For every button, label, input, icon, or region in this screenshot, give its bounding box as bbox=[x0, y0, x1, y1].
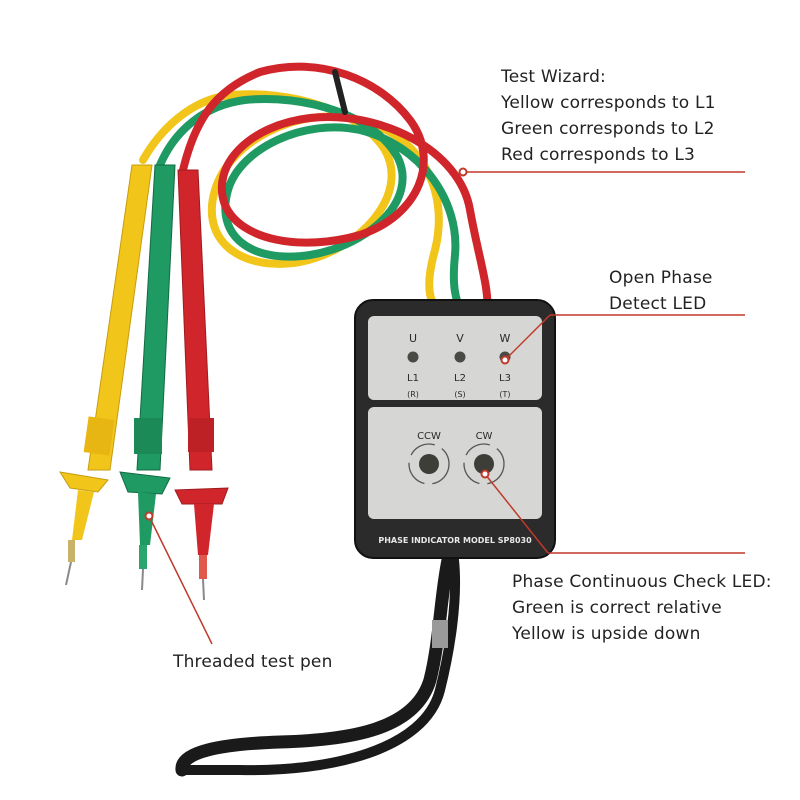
pen-leader-dot bbox=[144, 511, 154, 521]
test-wizard-line-yellow: Yellow corresponds to L1 bbox=[501, 93, 716, 113]
phase-alt-s: (S) bbox=[454, 390, 465, 399]
continuous-leader-dot bbox=[480, 469, 490, 479]
open-phase-line-2: Detect LED bbox=[609, 294, 707, 314]
wizard-leader-dot bbox=[458, 167, 468, 177]
open-phase-callout: Open Phase Detect LED bbox=[609, 265, 713, 317]
model-label: PHASE INDICATOR MODEL SP8030 bbox=[378, 536, 532, 545]
phase-continuous-callout: Phase Continuous Check LED: Green is cor… bbox=[512, 569, 772, 647]
phase-line-l1: L1 bbox=[407, 373, 419, 384]
yellow-probe bbox=[58, 164, 153, 586]
test-wizard-callout: Test Wizard: Yellow corresponds to L1 Gr… bbox=[501, 64, 716, 168]
open-phase-line-1: Open Phase bbox=[609, 268, 713, 288]
phase-line-l3: L3 bbox=[499, 373, 511, 384]
pen-leader-diag bbox=[148, 515, 213, 645]
test-wizard-line-green: Green corresponds to L2 bbox=[501, 119, 715, 139]
phase-continuous-line-3: Yellow is upside down bbox=[512, 624, 701, 644]
led-cw bbox=[474, 454, 494, 474]
openphase-leader-dot bbox=[500, 355, 510, 365]
callout-lines bbox=[144, 167, 745, 645]
led-l1 bbox=[407, 351, 419, 363]
test-wizard-line-red: Red corresponds to L3 bbox=[501, 145, 696, 165]
phase-continuous-line-1: Phase Continuous Check LED: bbox=[512, 572, 772, 592]
ce-mark: CE bbox=[525, 523, 537, 533]
cable-tie bbox=[332, 69, 348, 115]
phase-letter-u: U bbox=[409, 332, 417, 345]
red-probe bbox=[174, 169, 229, 601]
phase-alt-t: (T) bbox=[499, 390, 510, 399]
red-lead bbox=[179, 62, 492, 316]
led-ccw bbox=[419, 454, 439, 474]
green-probe bbox=[119, 164, 176, 591]
green-lead bbox=[156, 95, 466, 316]
phase-letter-w: W bbox=[500, 332, 511, 345]
coiled-leads bbox=[139, 62, 492, 316]
continuous-leader-diag bbox=[484, 473, 549, 554]
threaded-pen-callout: Threaded test pen bbox=[173, 649, 333, 675]
phase-alt-r: (R) bbox=[407, 390, 419, 399]
cw-arrow-ring bbox=[463, 443, 505, 485]
lanyard bbox=[175, 553, 461, 777]
led-l2 bbox=[454, 351, 466, 363]
phase-continuous-line-2: Green is correct relative bbox=[512, 598, 722, 618]
phase-letter-v: V bbox=[456, 332, 464, 345]
label-cw: CW bbox=[476, 431, 493, 442]
test-probes bbox=[58, 164, 229, 601]
phase-line-l2: L2 bbox=[454, 373, 466, 384]
label-ccw: CCW bbox=[417, 431, 441, 442]
openphase-leader-diag bbox=[504, 314, 551, 361]
phase-indicator-device: U V W L1 L2 L3 (R) (S) (T) CCW CW PHASE … bbox=[354, 299, 556, 559]
threaded-pen-label: Threaded test pen bbox=[173, 652, 333, 672]
test-wizard-title: Test Wizard: bbox=[501, 67, 606, 87]
rotation-led-row: CCW CW bbox=[408, 431, 505, 485]
ccw-arrow-ring bbox=[408, 443, 450, 485]
